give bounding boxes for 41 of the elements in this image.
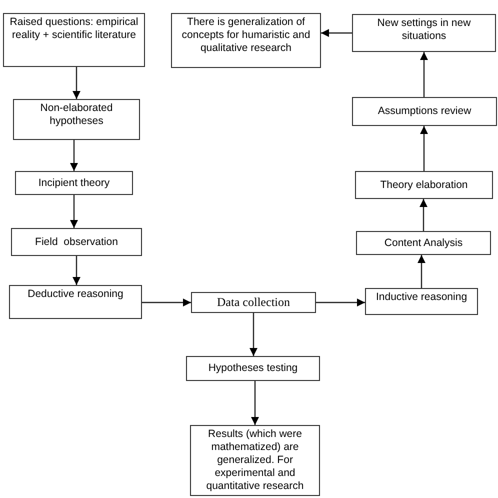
box-text: Hypotheses testing (208, 362, 298, 375)
process-box (13, 99, 140, 140)
process-box (190, 425, 320, 496)
arrow (418, 255, 426, 288)
box-text: Content Analysis (384, 236, 463, 250)
box-text: Inductive reasoning (376, 291, 468, 304)
arrow (70, 195, 78, 228)
box-text: Non-elaborated hypotheses (39, 102, 114, 128)
box-text: There is generalization of concepts for humaristic and qualitative research (180, 16, 312, 55)
box-text: Raised questions: empirical reality + scientific literature (8, 16, 140, 42)
arrow (316, 298, 365, 306)
process-box (3, 13, 145, 67)
box-text: Data collection (217, 296, 290, 309)
box-text: Results (which were mathematized) are generalized. For experimental and quantitative research (205, 428, 305, 493)
box-text: Incipient theory (38, 176, 110, 190)
box-text: Deductive reasoning (28, 288, 124, 301)
process-box (355, 171, 493, 199)
process-box (171, 13, 321, 68)
arrow (251, 381, 259, 425)
box-text: Assumptions review (378, 105, 472, 118)
process-box (356, 231, 491, 255)
process-box (191, 292, 316, 313)
arrow (321, 29, 352, 37)
arrow (70, 140, 78, 171)
arrow (72, 67, 80, 99)
box-text: Field observation (35, 236, 118, 248)
process-box (352, 97, 497, 126)
process-box (9, 285, 142, 319)
process-box (352, 14, 496, 52)
arrow (142, 298, 191, 306)
arrow (420, 126, 428, 171)
box-text: New settings in new situations (376, 17, 472, 43)
arrow (420, 199, 428, 231)
process-box (15, 171, 133, 195)
process-box (365, 288, 478, 315)
box-text: Theory elaboration (380, 178, 468, 192)
process-box (11, 228, 142, 256)
arrow (72, 256, 80, 285)
arrow (420, 52, 428, 97)
process-box (186, 356, 320, 381)
arrow (250, 313, 258, 356)
